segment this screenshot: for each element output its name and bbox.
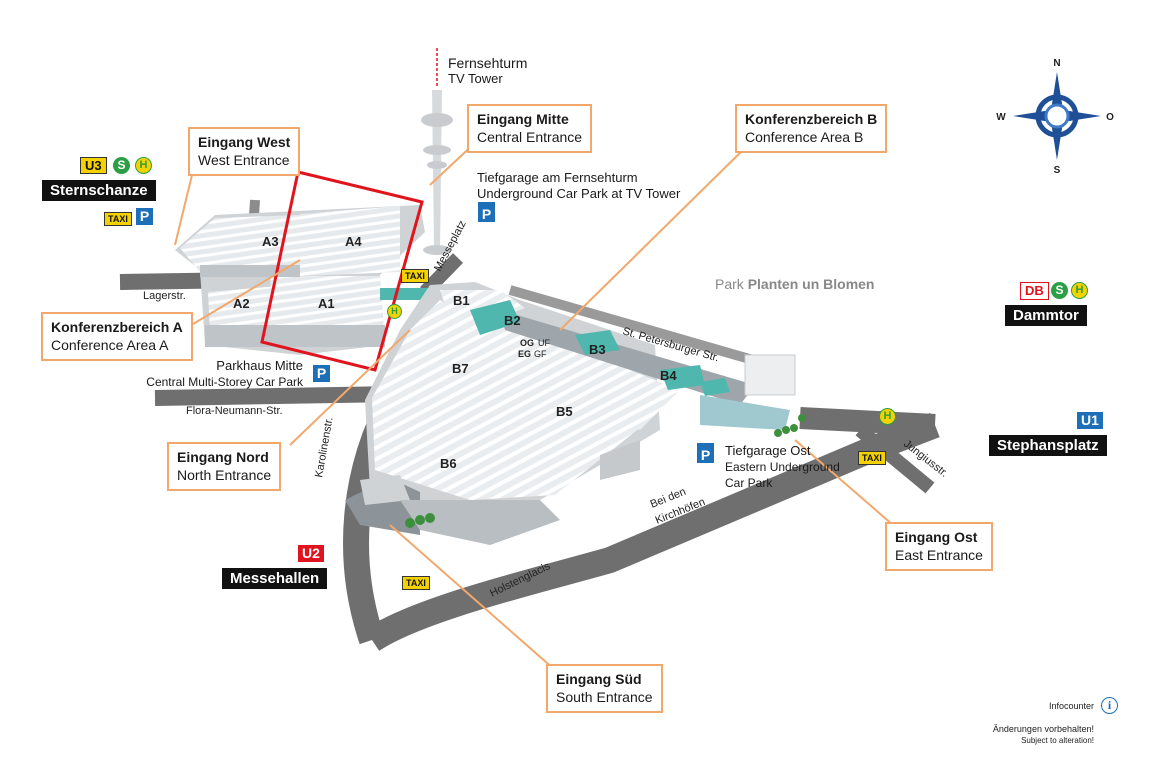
compass-n: N: [1053, 58, 1060, 69]
info-symbol: i: [1107, 698, 1112, 712]
callout-conference-b[interactable]: Konferenzbereich B Conference Area B: [735, 104, 888, 153]
hall-b3: B3: [589, 342, 606, 357]
parking-central-en: Central Multi-Storey Car Park: [146, 375, 303, 389]
floor-gf: GF: [534, 349, 547, 359]
street-karolinen: Karolinenstr.: [313, 416, 335, 478]
parking-central-de: Parkhaus Mitte: [216, 358, 303, 373]
highlight-frame: [260, 170, 424, 372]
entrance-north-en: North Entrance: [177, 467, 272, 483]
hall-labels: A3 A4 A2 A1 B1 B2 B3 B4 B7 B5 B6: [233, 234, 677, 471]
station-stephansplatz[interactable]: Stephansplatz: [989, 435, 1107, 456]
compass-rose: N S W O: [996, 58, 1114, 176]
notice-en: Subject to alteration!: [1021, 736, 1094, 745]
floor-uf: UF: [538, 338, 550, 348]
parking-east-en: Eastern Underground: [725, 460, 840, 474]
station-messehallen[interactable]: Messehallen: [222, 568, 328, 589]
parking-west-icon[interactable]: P: [136, 208, 153, 225]
bus-stop-icon-east: H: [879, 408, 896, 425]
entrance-central-en: Central Entrance: [477, 129, 583, 145]
park-prefix: Park: [715, 276, 744, 292]
taxi-stand-east: TAXI: [858, 451, 886, 465]
callout-entrance-central[interactable]: Eingang Mitte Central Entrance: [467, 104, 593, 153]
parking-tv-tower-en: Underground Car Park at TV Tower: [477, 186, 681, 201]
bus-stop-icon-dammtor: H: [1071, 282, 1088, 299]
entrance-north-de: Eingang Nord: [177, 449, 269, 465]
entrance-west-en: West Entrance: [198, 152, 290, 168]
callout-entrance-north[interactable]: Eingang Nord North Entrance: [167, 442, 282, 491]
parking-east-de: Tiefgarage Ost: [725, 443, 811, 458]
hall-area-b: [345, 282, 796, 545]
parking-tv-tower-icon[interactable]: P: [478, 202, 495, 222]
callout-leaders: [174, 139, 894, 671]
u2-line-badge: U2: [298, 545, 324, 562]
conference-a-de: Konferenzbereich A: [51, 319, 183, 335]
bus-stop-icon-north: H: [387, 304, 402, 319]
parking-east-icon[interactable]: P: [697, 443, 714, 463]
conference-b-de: Konferenzbereich B: [745, 111, 878, 127]
taxi-stand-central: TAXI: [401, 269, 429, 283]
callout-entrance-south[interactable]: Eingang Süd South Entrance: [546, 664, 663, 713]
bus-stop-icon: H: [135, 157, 152, 174]
hall-b4: B4: [660, 368, 677, 383]
callout-entrance-west[interactable]: Eingang West West Entrance: [188, 127, 301, 176]
tv-tower: [421, 48, 453, 255]
taxi-stand-west: TAXI: [104, 212, 132, 226]
info-icon[interactable]: i: [1101, 697, 1118, 714]
parking-east-label: Tiefgarage Ost Eastern Underground Car P…: [725, 443, 840, 491]
parking-tv-tower-label: Tiefgarage am Fernsehturm Underground Ca…: [477, 170, 680, 202]
notice-de: Änderungen vorbehalten!: [992, 724, 1094, 734]
taxi-stand-south: TAXI: [402, 576, 430, 590]
parking-central-label: Parkhaus Mitte Central Multi-Storey Car …: [145, 358, 303, 390]
street-flora-neumann: Flora-Neumann-Str.: [186, 405, 283, 417]
entrance-central-de: Eingang Mitte: [477, 111, 569, 127]
parking-east-en2: Car Park: [725, 476, 773, 490]
s-bahn-icon: S: [113, 157, 130, 174]
s-bahn-icon-dammtor: S: [1051, 282, 1068, 299]
hall-a2: A2: [233, 296, 250, 311]
hall-b5: B5: [556, 404, 573, 419]
station-dammtor[interactable]: Dammtor: [1005, 305, 1087, 326]
u1-line-badge: U1: [1077, 412, 1103, 429]
db-line-badge: DB: [1020, 282, 1049, 300]
u3-line-badge: U3: [80, 157, 107, 174]
parking-central-icon[interactable]: P: [313, 365, 330, 382]
park-name: Planten un Blomen: [747, 276, 875, 292]
hall-a4: A4: [345, 234, 362, 249]
hall-a3: A3: [262, 234, 279, 249]
street-lagerstr: Lagerstr.: [143, 290, 186, 302]
hall-area-a: [175, 205, 435, 355]
entrance-south-de: Eingang Süd: [556, 671, 642, 687]
tv-tower-name-en: TV Tower: [448, 71, 503, 86]
entrance-west-de: Eingang West: [198, 134, 291, 150]
floor-og: OG: [520, 338, 534, 348]
floor-labels: OG UF EG GF: [518, 338, 550, 359]
compass-o: O: [1106, 112, 1114, 123]
hall-b6: B6: [440, 456, 457, 471]
infocounter-label: Infocounter: [1048, 701, 1094, 711]
park-label: Park Planten un Blomen: [715, 276, 874, 292]
compass-s: S: [1054, 165, 1061, 176]
station-sternschanze[interactable]: Sternschanze: [42, 180, 156, 201]
entrance-east-de: Eingang Ost: [895, 529, 978, 545]
conference-a-en: Conference Area A: [51, 337, 169, 353]
entrance-south-en: South Entrance: [556, 689, 653, 705]
hall-b2: B2: [504, 313, 521, 328]
tv-tower-name-de: Fernsehturm: [448, 55, 528, 71]
parking-tv-tower-de: Tiefgarage am Fernsehturm: [477, 170, 638, 185]
tv-tower-label: Fernsehturm TV Tower: [448, 55, 527, 87]
callout-conference-a[interactable]: Konferenzbereich A Conference Area A: [41, 312, 193, 361]
hall-b1: B1: [453, 293, 470, 308]
hall-b7: B7: [452, 361, 469, 376]
entrance-east-en: East Entrance: [895, 547, 983, 563]
floor-eg: EG: [518, 349, 531, 359]
conference-b-en: Conference Area B: [745, 129, 864, 145]
hall-a1: A1: [318, 296, 335, 311]
compass-w: W: [996, 112, 1006, 123]
callout-entrance-east[interactable]: Eingang Ost East Entrance: [885, 522, 993, 571]
trees: [405, 414, 806, 528]
